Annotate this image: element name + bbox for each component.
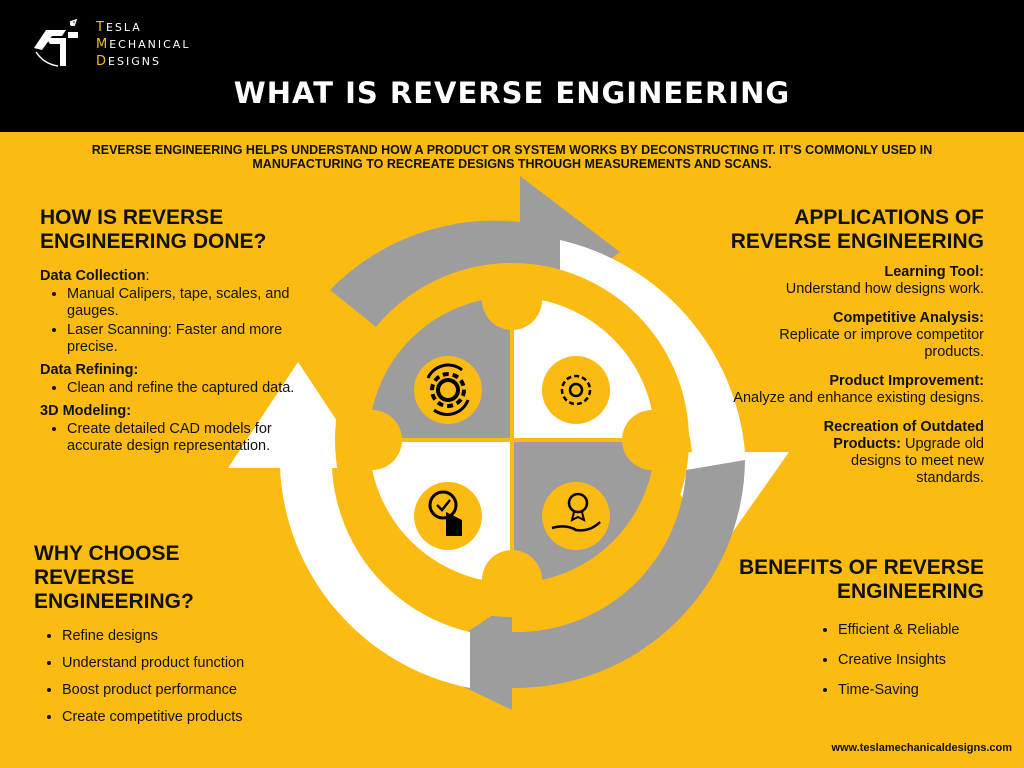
list-item: Manual Calipers, tape, scales, and gauge… — [67, 286, 300, 320]
list-item: Refine designs — [62, 628, 244, 644]
logo-icon — [34, 18, 78, 67]
award-hand-icon — [542, 482, 610, 550]
list-item: Efficient & Reliable — [838, 621, 959, 640]
list-item: Clean and refine the captured data. — [67, 380, 300, 397]
benefits-list: Efficient & Reliable Creative Insights T… — [816, 621, 959, 711]
header-bar: TESLA MECHANICAL DESIGNS WHAT IS REVERSE… — [0, 0, 1024, 132]
gear-cycle-icon — [414, 356, 482, 424]
list-item: Laser Scanning: Faster and more precise. — [67, 322, 300, 356]
list-item: Boost product performance — [62, 682, 244, 698]
page-title: WHAT IS REVERSE ENGINEERING — [233, 76, 791, 110]
list-item: Product Improvement: Analyze and enhance… — [733, 373, 984, 406]
touch-check-icon — [414, 482, 482, 550]
intro-text: Reverse engineering helps understand how… — [91, 143, 933, 171]
website-link[interactable]: www.teslamechanicaldesigns.com — [831, 742, 1012, 754]
arrow-bottom-gray — [418, 460, 745, 710]
list-item: Learning Tool: Understand how designs wo… — [785, 264, 984, 297]
applications-list: Learning Tool: Understand how designs wo… — [722, 264, 984, 499]
how-group-heading: Data Collection: — [40, 268, 150, 284]
how-list: Data Collection: Manual Calipers, tape, … — [40, 268, 300, 457]
gear-icon — [542, 356, 610, 424]
list-item: Create detailed CAD models for accurate … — [67, 421, 300, 455]
list-item: Time-Saving — [838, 681, 959, 700]
list-item: Create competitive products — [62, 709, 244, 725]
how-group-heading: Data Refining: — [40, 362, 139, 378]
list-item: Competitive Analysis: Replicate or impro… — [779, 310, 984, 360]
why-list: Refine designs Understand product functi… — [40, 628, 244, 736]
list-item: Recreation of Outdated Products: Upgrade… — [823, 419, 984, 486]
list-item: Creative Insights — [838, 651, 959, 670]
list-item: Understand product function — [62, 655, 244, 671]
how-group-heading: 3D Modeling: — [40, 403, 132, 419]
logo-wordmark: TESLA MECHANICAL DESIGNS — [96, 20, 191, 69]
arrow-left-white — [228, 362, 470, 688]
